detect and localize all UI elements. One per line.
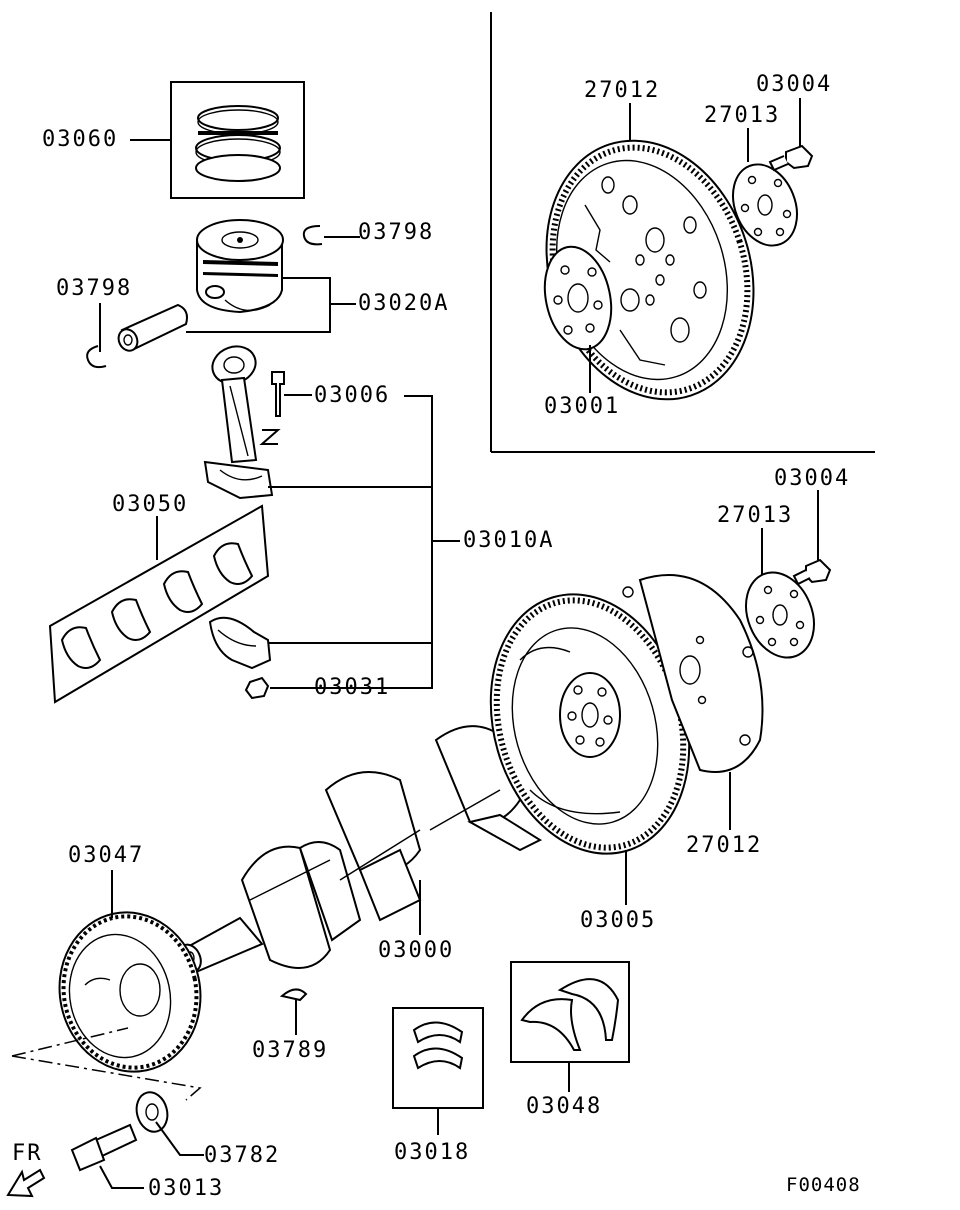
- drawing-code: F00408: [786, 1174, 861, 1196]
- plate-27012-mid-drawing: [622, 574, 764, 773]
- part-label-03047: 03047: [68, 843, 145, 868]
- bearing-03048-drawing: [510, 961, 630, 1063]
- bearing-set-03050-drawing: [48, 504, 270, 704]
- part-label-03001: 03001: [544, 394, 621, 419]
- pulley-centerline: [11, 1027, 202, 1101]
- part-label-03031: 03031: [314, 675, 391, 700]
- part-label-03004-mid: 03004: [774, 466, 851, 491]
- snap-ring-right-drawing: [302, 225, 323, 246]
- nut-03031-drawing: [244, 676, 270, 700]
- rod-cap-drawing: [208, 616, 272, 670]
- key-03789-drawing: [279, 988, 308, 1002]
- part-label-03013: 03013: [148, 1176, 225, 1201]
- part-label-27013-mid: 27013: [717, 503, 794, 528]
- part-label-03050: 03050: [112, 492, 189, 517]
- part-label-03798-right: 03798: [358, 220, 435, 245]
- inset-frame: [490, 12, 875, 453]
- part-label-27013-top: 27013: [704, 103, 781, 128]
- part-label-03005: 03005: [580, 908, 657, 933]
- part-label-03004-top: 03004: [756, 72, 833, 97]
- adapter-03001-drawing: [543, 245, 613, 351]
- washer-03782-drawing: [135, 1091, 169, 1133]
- bolt-03013-drawing: [70, 1123, 138, 1172]
- part-label-03010a: 03010A: [463, 528, 555, 553]
- part-label-03018: 03018: [394, 1140, 471, 1165]
- part-label-03006: 03006: [314, 383, 391, 408]
- connecting-rod-drawing: [203, 345, 285, 500]
- part-label-03020a: 03020A: [358, 291, 450, 316]
- part-label-03048: 03048: [526, 1094, 603, 1119]
- plate-27013-top-drawing: [732, 163, 798, 247]
- piston-drawing: [196, 219, 284, 314]
- part-label-27012-top: 27012: [584, 78, 661, 103]
- bolt-03004-top-drawing: [768, 144, 814, 172]
- snap-ring-left-drawing: [86, 345, 107, 369]
- part-label-03789: 03789: [252, 1038, 329, 1063]
- front-direction-arrow-drawing: [6, 1168, 46, 1198]
- bearing-03018-drawing: [392, 1007, 484, 1109]
- part-label-03798-left: 03798: [56, 276, 133, 301]
- part-label-03782: 03782: [204, 1143, 281, 1168]
- flywheel-drawing: [489, 593, 691, 855]
- plate-27013-mid-drawing: [745, 571, 815, 659]
- piston-pin-drawing: [117, 303, 188, 352]
- damper-pulley-drawing: [58, 911, 202, 1073]
- part-label-03000: 03000: [378, 938, 455, 963]
- piston-rings-drawing: [170, 81, 305, 199]
- part-label-03060: 03060: [42, 127, 119, 152]
- part-label-27012-mid: 27012: [686, 833, 763, 858]
- leader-lines: [99, 98, 819, 1189]
- front-indicator-label: FR: [12, 1141, 43, 1166]
- bolt-03004-mid-drawing: [792, 558, 832, 586]
